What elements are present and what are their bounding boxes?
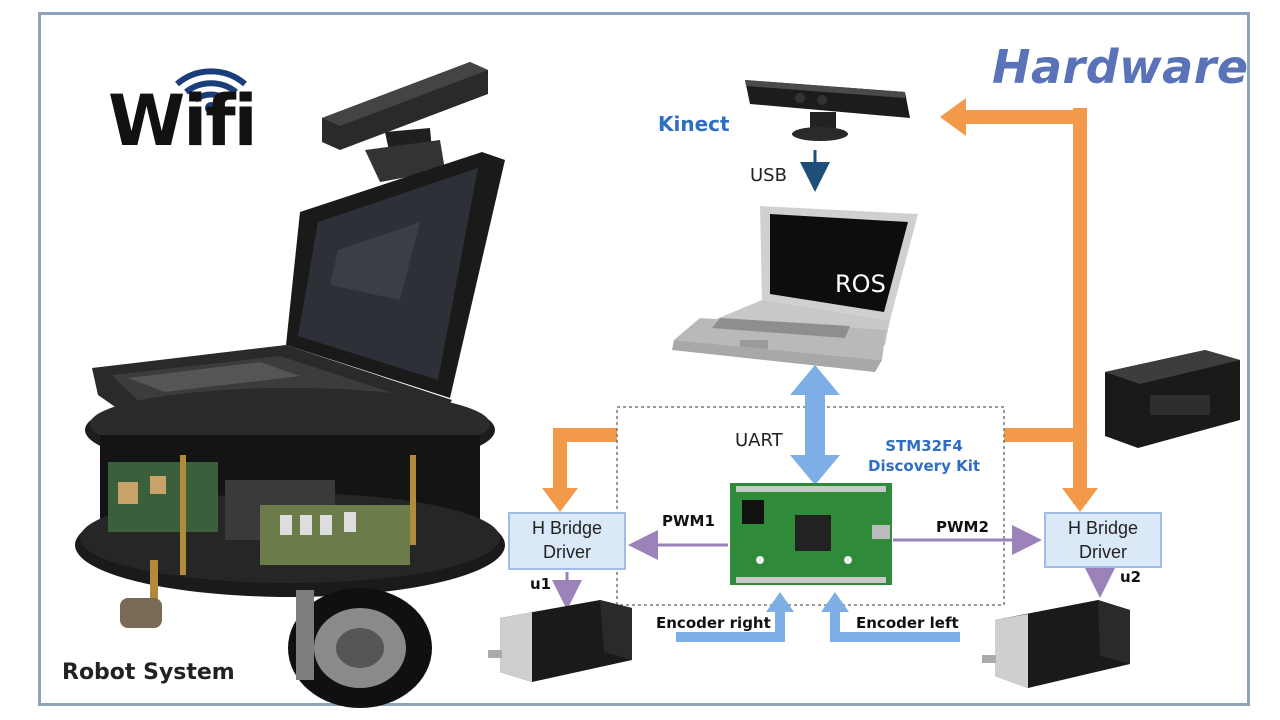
right-motor — [982, 600, 1130, 688]
uart-arrow — [790, 365, 840, 485]
diagram-title: Hardware — [992, 40, 1249, 94]
encoder-arrows — [676, 592, 960, 642]
encoder-left-label: Encoder left — [856, 614, 959, 632]
wifi-logo-text: Wifi — [108, 80, 258, 162]
uart-label: UART — [735, 430, 783, 451]
ros-laptop — [672, 206, 918, 372]
hbridge-left-line1: H Bridge — [531, 518, 603, 538]
robot-system-label: Robot System — [62, 660, 235, 685]
u2-label: u2 — [1120, 568, 1142, 586]
pwm1-label: PWM1 — [662, 512, 715, 530]
usb-label: USB — [750, 165, 787, 186]
robot-base — [75, 388, 505, 708]
pwm2-label: PWM2 — [936, 518, 989, 536]
stm32-label-line2: Discovery Kit — [868, 457, 981, 475]
power-lines — [542, 98, 1098, 512]
battery-image — [1105, 350, 1240, 448]
hbridge-right-line2: Driver — [1079, 542, 1127, 562]
hbridge-right-line1: H Bridge — [1067, 518, 1139, 538]
encoder-right-label: Encoder right — [656, 614, 771, 632]
stm32-label-line1: STM32F4 — [885, 437, 963, 455]
wifi-icon — [175, 68, 247, 114]
robot-photo — [75, 62, 505, 708]
hbridge-right: H Bridge Driver — [1044, 512, 1162, 568]
stm32-board — [730, 483, 892, 585]
kinect-device — [745, 80, 910, 141]
kinect-label: Kinect — [658, 112, 730, 136]
pwm-arrows — [552, 525, 1115, 610]
hbridge-left-line2: Driver — [543, 542, 591, 562]
stm32-label: STM32F4 Discovery Kit — [868, 436, 980, 476]
u1-label: u1 — [530, 575, 552, 593]
left-motor — [488, 600, 632, 682]
hbridge-left: H Bridge Driver — [508, 512, 626, 570]
ros-label: ROS — [835, 270, 886, 298]
